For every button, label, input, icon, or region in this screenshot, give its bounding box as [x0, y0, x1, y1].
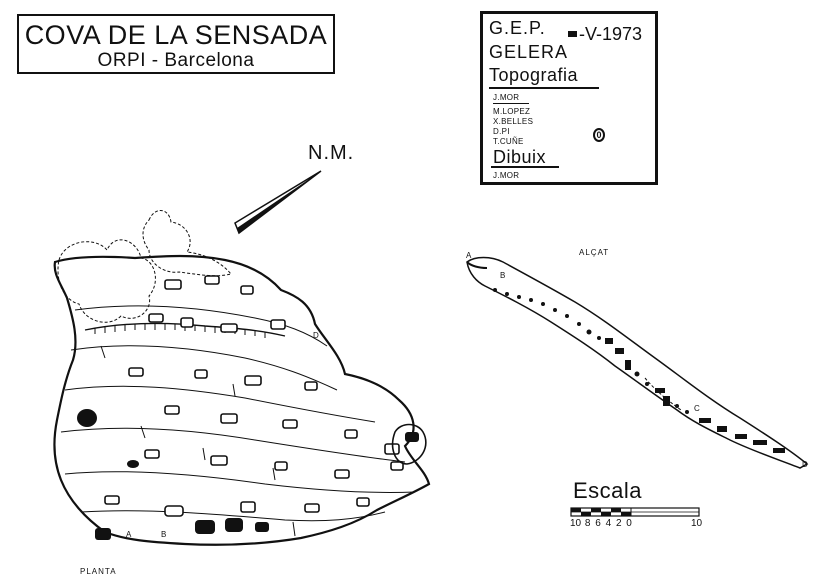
plan-label: PLANTA	[80, 567, 117, 576]
topographer-3: X.BELLES	[493, 117, 534, 126]
scale-tick-0: 0	[626, 518, 632, 529]
scale-tick-8: 8	[584, 518, 591, 529]
cave-title: COVA DE LA SENSADA	[24, 20, 328, 50]
scale-tick-4: 4	[605, 518, 612, 529]
plan-point-b: B	[161, 530, 168, 539]
elevation-profile-drawing	[466, 256, 809, 469]
plan-point-a: A	[126, 530, 133, 539]
scale-tick-6: 6	[595, 518, 601, 529]
scale-tick-10: 10	[570, 518, 582, 529]
topographer-1: J.MOR	[493, 93, 520, 102]
elevation-point-b: B	[500, 271, 507, 280]
scale-tick-right: 10	[691, 518, 703, 529]
dibuix-underline	[491, 166, 559, 168]
cave-location: ORPI - Barcelona	[97, 50, 255, 71]
survey-date: -V-1973	[579, 24, 643, 44]
topographer-1-underline	[493, 103, 529, 104]
topographer-4: D.PI	[493, 127, 510, 136]
elevation-point-d: D	[802, 460, 809, 469]
elevation-point-a: A	[466, 251, 473, 260]
drawer-name: J.MOR	[493, 171, 520, 180]
badge-ring	[593, 128, 605, 142]
scale-title: Escala	[573, 478, 643, 503]
topographer-5: T.CUÑE	[493, 137, 524, 146]
badge-text: 0	[596, 130, 602, 140]
survey-gelera: GELERA	[489, 42, 569, 62]
elevation-label: ALÇAT	[579, 248, 610, 257]
plan-point-d: D	[313, 331, 320, 340]
magnetic-north-label: N.M.	[308, 142, 355, 164]
plan-view-drawing	[53, 210, 431, 546]
title-box: COVA DE LA SENSADA ORPI - Barcelona	[17, 14, 335, 74]
topografia-label: Topografia	[489, 65, 579, 85]
scale-bar	[570, 507, 700, 517]
topographer-2: M.LOPEZ	[493, 107, 531, 116]
scale-ticks-left: 10 8 6 4 2 0	[570, 518, 632, 529]
elevation-point-c: C	[694, 404, 701, 413]
topografia-underline	[489, 87, 599, 89]
north-arrow	[234, 170, 322, 235]
survey-group: G.E.P.	[489, 18, 546, 38]
scale-tick-2: 2	[615, 518, 622, 529]
survey-info-box: G.E.P. -V-1973 GELERA Topografia J.MOR M…	[480, 11, 658, 185]
date-day-block	[568, 31, 577, 37]
dibuix-label: Dibuix	[493, 147, 547, 167]
